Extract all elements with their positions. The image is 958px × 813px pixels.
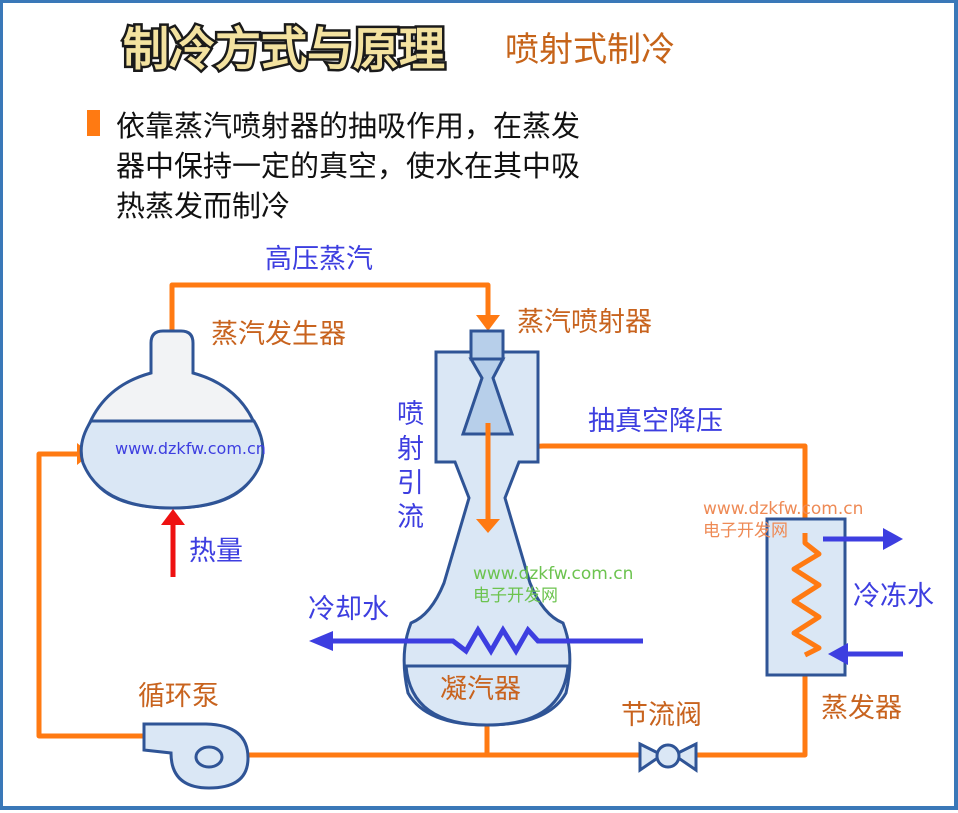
watermark-site-2: 电子开发网 [473,586,558,606]
watermark-url-2: www.dzkfw.com.cn [473,564,633,584]
label-jet-entrainment-2: 射 [397,434,424,465]
page-title: 制冷方式与原理 [123,22,445,76]
label-condenser: 凝汽器 [440,674,521,705]
watermark-url-1: www.dzkfw.com.cn [115,439,266,458]
description-line-2: 器中保持一定的真空，使水在其中吸 [116,149,580,183]
ejector-refrigeration-diagram: 制冷方式与原理 喷射式制冷 依靠蒸汽喷射器的抽吸作用，在蒸发 器中保持一定的真空… [36,20,934,790]
label-heat: 热量 [189,536,243,567]
watermark-site-3: 电子开发网 [703,521,788,541]
label-jet-entrainment-1: 喷 [397,399,424,430]
circulation-pump [142,722,250,790]
label-throttle-valve: 节流阀 [621,700,702,731]
label-evaporator: 蒸发器 [821,693,902,724]
cooling-water-coil [328,625,643,656]
nozzle-inlet [469,329,505,361]
description-line-1: 依靠蒸汽喷射器的抽吸作用，在蒸发 [116,109,580,143]
throttle-valve [638,741,698,773]
watermark-url-3: www.dzkfw.com.cn [703,499,863,519]
jet-flow-arrow-icon [476,519,500,533]
high-pressure-steam-pipe [169,282,491,331]
pump-to-generator-pipe [36,451,145,739]
label-steam-ejector: 蒸汽喷射器 [517,307,652,338]
steam-inlet-arrow-icon [476,315,500,331]
description-line-3: 热蒸发而制冷 [116,189,290,223]
steam-generator-liquid [79,419,265,510]
ejector-nozzle [460,357,515,436]
evaporator-outlet-pipe [683,653,808,758]
label-steam-generator: 蒸汽发生器 [211,319,346,350]
label-circulation-pump: 循环泵 [138,681,219,712]
condenser-liquid [404,664,570,727]
evaporator-coil [791,533,822,658]
chilled-water-out-arrow-icon [883,528,903,550]
label-vacuum-depressurize: 抽真空降压 [588,406,723,437]
chilled-water-in-arrow-icon [828,643,848,665]
label-cooling-water: 冷却水 [308,594,389,625]
bullet-marker [87,110,100,136]
page-subtitle: 喷射式制冷 [505,30,675,70]
label-jet-entrainment-4: 流 [397,502,424,533]
steam-generator [79,329,265,510]
label-high-pressure-steam: 高压蒸汽 [265,244,373,275]
label-chilled-water: 冷冻水 [853,581,934,612]
cooling-water-outlet-arrow-icon [309,631,333,651]
heat-arrow-icon [161,509,185,525]
label-jet-entrainment-3: 引 [397,468,424,499]
